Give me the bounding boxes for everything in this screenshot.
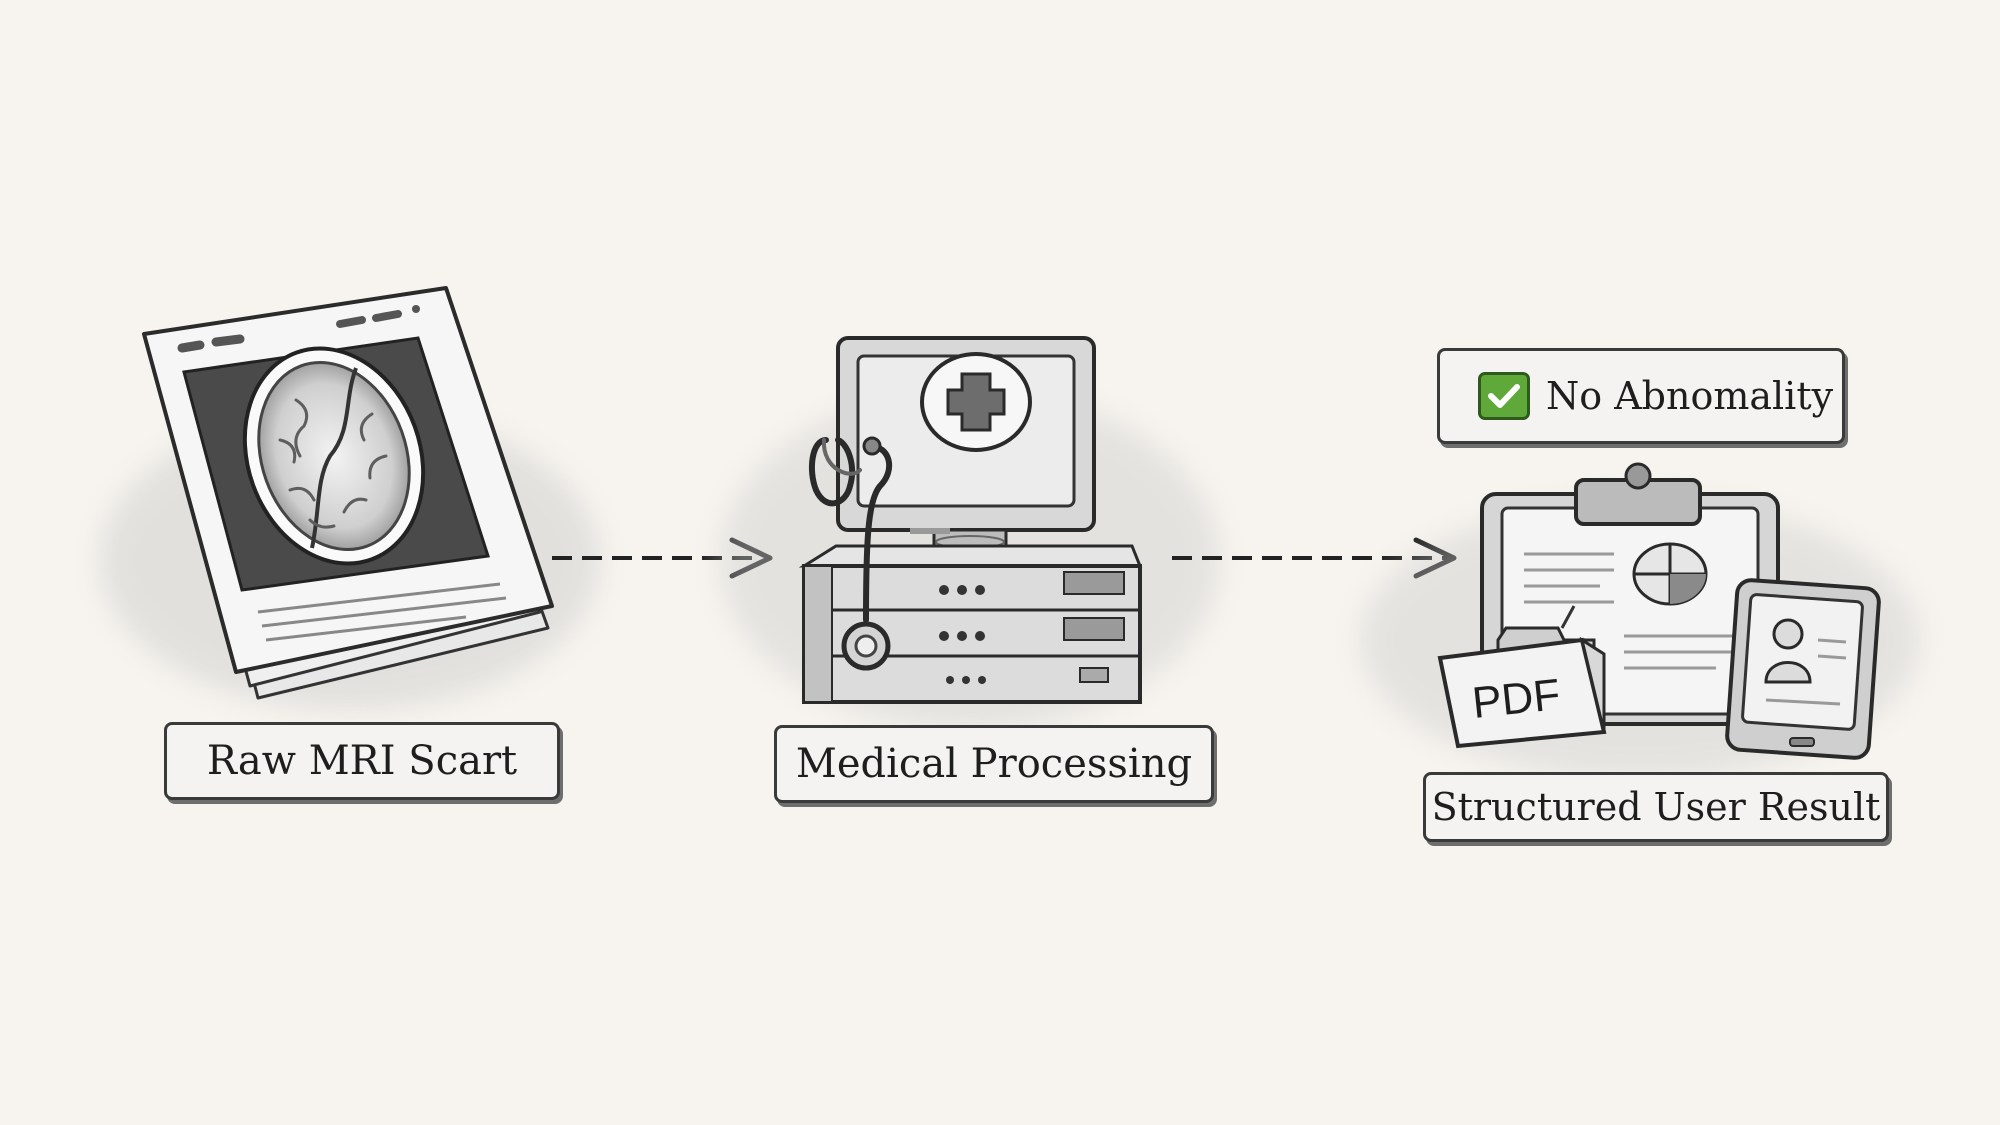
check-icon bbox=[1478, 372, 1530, 420]
badge-text: No Abnomality bbox=[1546, 374, 1834, 418]
no-abnormality-badge: No Abnomality bbox=[1437, 348, 1845, 444]
pdf-document-icon: PDF bbox=[1437, 605, 1607, 749]
label-structured-user-result: Structured User Result bbox=[1423, 772, 1889, 842]
mri-scan-icon bbox=[100, 286, 600, 710]
stethoscope-icon bbox=[808, 436, 892, 671]
medical-computer-icon bbox=[720, 336, 1220, 730]
pdf-text: PDF bbox=[1470, 670, 1563, 728]
label-medical-processing: Medical Processing bbox=[774, 725, 1214, 803]
tablet-profile-icon bbox=[1725, 578, 1881, 760]
label-raw-mri-scan: Raw MRI Scart bbox=[164, 722, 560, 800]
